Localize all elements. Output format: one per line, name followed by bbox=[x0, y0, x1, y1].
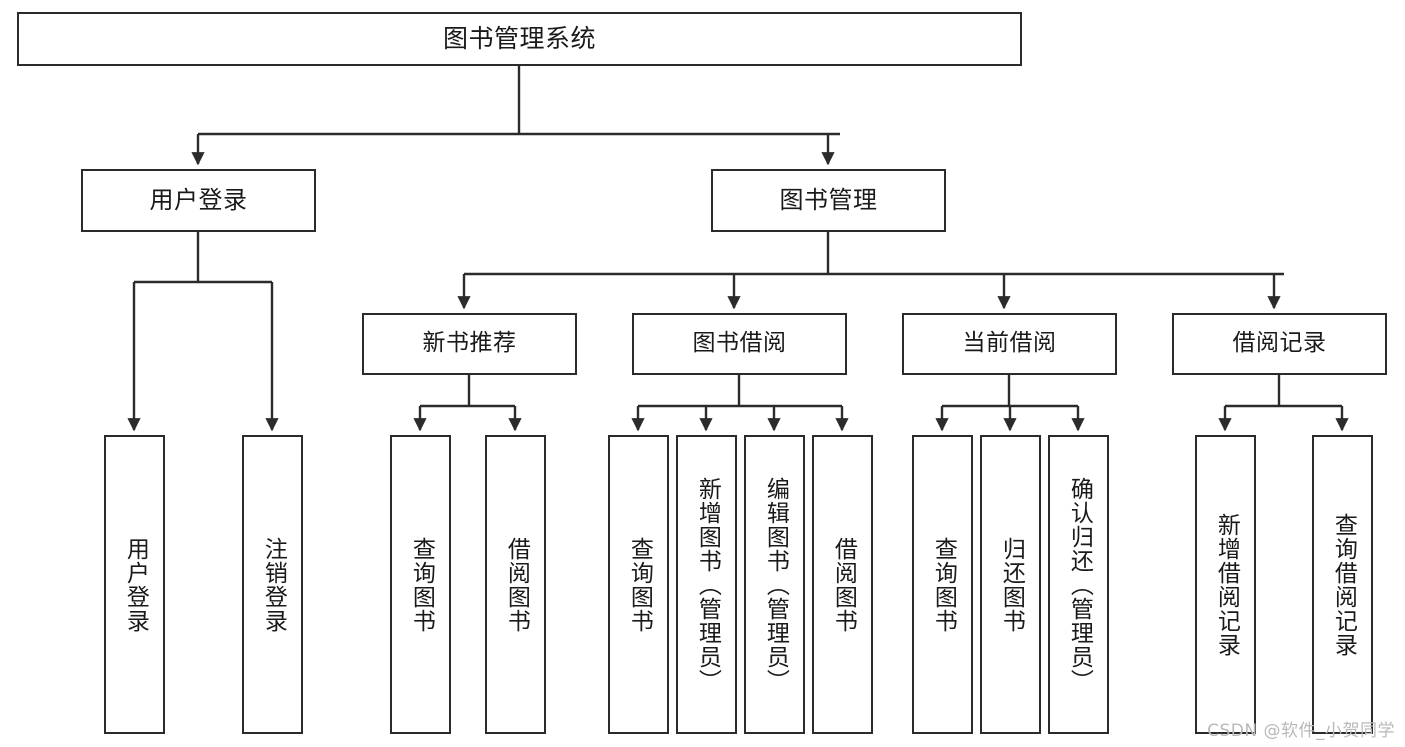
node-new-book-recommend[interactable]: 新书推荐 bbox=[362, 313, 577, 375]
node-book-management-label: 图书管理 bbox=[779, 186, 878, 215]
node-leaf-add-borrow-record[interactable]: 新增借阅记录 bbox=[1195, 435, 1256, 734]
node-leaf-query-book-borrow-label: 查询图书 bbox=[626, 536, 653, 633]
node-leaf-edit-book-admin[interactable]: 编辑图书（管理员） bbox=[744, 435, 805, 734]
node-leaf-borrow-book-newbook[interactable]: 借阅图书 bbox=[485, 435, 546, 734]
node-leaf-borrow-book-newbook-label: 借阅图书 bbox=[503, 536, 530, 633]
node-book-management[interactable]: 图书管理 bbox=[711, 169, 946, 232]
node-leaf-confirm-return-admin[interactable]: 确认归还（管理员） bbox=[1048, 435, 1109, 734]
node-leaf-add-book-admin-label: 新增图书（管理员） bbox=[694, 476, 721, 693]
node-leaf-user-login-label: 用户登录 bbox=[122, 536, 149, 633]
node-borrow-records[interactable]: 借阅记录 bbox=[1172, 313, 1387, 375]
node-leaf-add-borrow-record-label: 新增借阅记录 bbox=[1213, 512, 1240, 657]
node-leaf-confirm-return-admin-label: 确认归还（管理员） bbox=[1066, 476, 1093, 693]
node-leaf-edit-book-admin-label: 编辑图书（管理员） bbox=[762, 476, 789, 693]
node-leaf-return-book-label: 归还图书 bbox=[998, 536, 1025, 633]
node-current-borrow-label: 当前借阅 bbox=[962, 330, 1057, 357]
node-leaf-add-book-admin[interactable]: 新增图书（管理员） bbox=[676, 435, 737, 734]
node-leaf-borrow-book-borrow[interactable]: 借阅图书 bbox=[812, 435, 873, 734]
node-leaf-borrow-book-borrow-label: 借阅图书 bbox=[830, 536, 857, 633]
node-leaf-query-book-newbook[interactable]: 查询图书 bbox=[390, 435, 451, 734]
node-leaf-logout[interactable]: 注销登录 bbox=[242, 435, 303, 734]
node-leaf-query-borrow-record[interactable]: 查询借阅记录 bbox=[1312, 435, 1373, 734]
node-leaf-query-book-current-label: 查询图书 bbox=[930, 536, 957, 633]
node-root-label: 图书管理系统 bbox=[442, 24, 596, 54]
node-leaf-logout-label: 注销登录 bbox=[260, 536, 287, 633]
node-book-borrow-label: 图书借阅 bbox=[692, 330, 787, 357]
node-user-login-label: 用户登录 bbox=[149, 186, 248, 215]
node-new-book-recommend-label: 新书推荐 bbox=[422, 330, 517, 357]
node-leaf-query-book-newbook-label: 查询图书 bbox=[408, 536, 435, 633]
watermark: CSDN @软件_小贺同学 bbox=[1207, 721, 1395, 741]
node-current-borrow[interactable]: 当前借阅 bbox=[902, 313, 1117, 375]
node-leaf-return-book[interactable]: 归还图书 bbox=[980, 435, 1041, 734]
node-borrow-records-label: 借阅记录 bbox=[1232, 330, 1327, 357]
node-leaf-user-login[interactable]: 用户登录 bbox=[104, 435, 165, 734]
node-root[interactable]: 图书管理系统 bbox=[17, 12, 1022, 66]
node-leaf-query-borrow-record-label: 查询借阅记录 bbox=[1330, 512, 1357, 657]
node-leaf-query-book-current[interactable]: 查询图书 bbox=[912, 435, 973, 734]
node-user-login[interactable]: 用户登录 bbox=[81, 169, 316, 232]
node-leaf-query-book-borrow[interactable]: 查询图书 bbox=[608, 435, 669, 734]
node-book-borrow[interactable]: 图书借阅 bbox=[632, 313, 847, 375]
